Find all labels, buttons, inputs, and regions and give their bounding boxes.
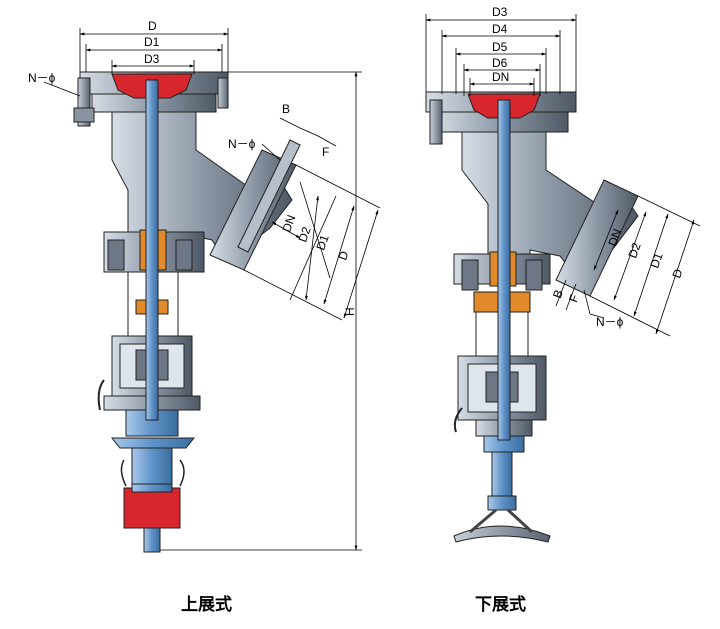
left-stem xyxy=(145,79,159,421)
left-caption: 上展式 xyxy=(181,595,232,615)
left-side-d1: D1 xyxy=(313,233,332,253)
right-dim-d4: D4 xyxy=(492,22,508,36)
left-side-d2: D2 xyxy=(295,225,314,245)
right-f: F xyxy=(566,292,582,304)
left-dim-d3: D3 xyxy=(144,52,160,66)
right-dim-d6: D6 xyxy=(492,56,508,70)
right-caption: 下展式 xyxy=(475,595,526,615)
left-height: H xyxy=(343,307,357,316)
left-dim-d: D xyxy=(148,19,157,33)
right-side-dn: DN xyxy=(605,227,624,248)
right-bolt-side: N－ϕ xyxy=(596,315,624,329)
right-dim-dn: DN xyxy=(492,70,509,84)
right-dimensions xyxy=(425,14,701,337)
right-stem xyxy=(497,99,511,441)
left-bolt-side: N－ϕ xyxy=(228,137,256,151)
left-bolt-top: N－ϕ xyxy=(28,71,56,85)
right-handwheel xyxy=(453,525,551,543)
right-b: B xyxy=(550,288,566,300)
left-b: B xyxy=(282,102,290,116)
right-dim-d3: D3 xyxy=(492,5,508,19)
right-dim-d5: D5 xyxy=(492,40,508,54)
left-side-dn: DN xyxy=(279,213,298,234)
left-f: F xyxy=(322,145,329,159)
right-side-d1: D1 xyxy=(647,251,666,271)
left-dim-d1: D1 xyxy=(144,35,160,49)
left-labels: D D1 D3 N－ϕ N－ϕ B F H DN D2 D1 D xyxy=(28,19,357,316)
left-valve xyxy=(73,71,301,553)
right-side-d2: D2 xyxy=(625,241,644,261)
left-dimensions xyxy=(43,28,381,551)
left-red-hub xyxy=(123,487,181,529)
right-labels: D3 D4 D5 D6 DN DN D2 D1 D B F N－ϕ xyxy=(492,5,686,329)
